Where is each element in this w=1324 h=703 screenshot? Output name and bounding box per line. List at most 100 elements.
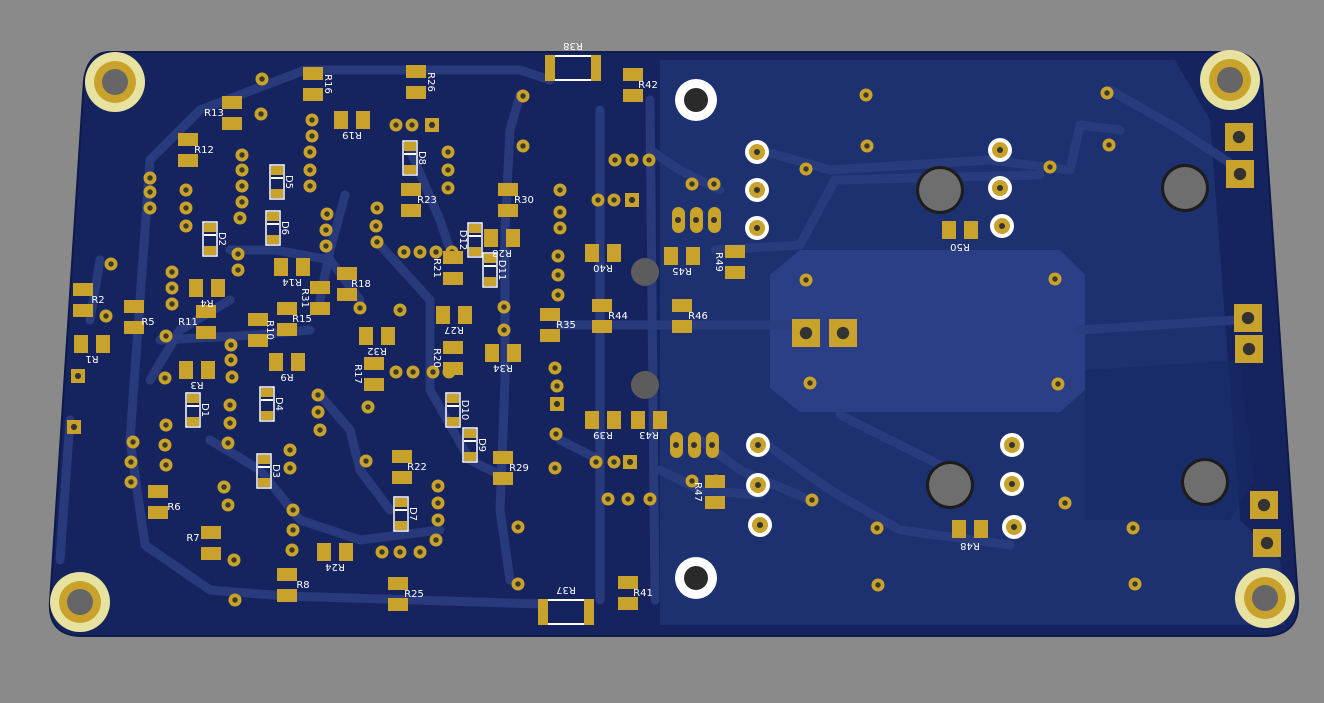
resistor-r22-pad-2 [392, 471, 412, 484]
diode-d5-pad-2 [271, 189, 283, 198]
square-pad-drill [1257, 498, 1271, 512]
resistor-r23-label: R23 [417, 195, 437, 206]
resistor-r43-label: R43 [639, 429, 659, 440]
resistor-r12-pad-1 [178, 133, 198, 146]
diode-d10-pad-2 [447, 417, 459, 426]
resistor-r8-label: R8 [296, 580, 309, 591]
through-hole-drill [1055, 381, 1061, 387]
diode-d4-outline [259, 386, 275, 422]
diode-d11-label: D11 [496, 260, 507, 280]
through-hole-drill [809, 497, 815, 503]
resistor-r1-label: R1 [85, 353, 98, 364]
large-pad-drill [1009, 442, 1015, 448]
drill-hole [631, 371, 659, 399]
through-hole-drill [435, 517, 441, 523]
drill-hole [631, 258, 659, 286]
resistor-r29-label: R29 [509, 463, 529, 474]
through-hole-drill [1106, 142, 1112, 148]
plated-hole-drill [684, 566, 708, 590]
through-hole-drill [1062, 500, 1068, 506]
diode-d12-pad-2 [469, 247, 481, 256]
through-hole-drill [445, 149, 451, 155]
through-hole-drill [162, 442, 168, 448]
through-hole-drill [397, 549, 403, 555]
square-pad-drill [1233, 167, 1247, 181]
component-layer [50, 50, 1295, 632]
resistor-r40-pad-2 [607, 244, 621, 262]
through-hole-drill [147, 175, 153, 181]
through-hole-drill [289, 547, 295, 553]
diode-d3-pad-1 [258, 455, 270, 464]
resistor-r1-pad-2 [96, 335, 110, 353]
through-hole-drill [287, 465, 293, 471]
resistor-r19-pad-2 [356, 111, 370, 129]
resistor-r6-pad-1 [148, 485, 168, 498]
resistor-r49-label: R49 [713, 252, 724, 272]
resistor-r48-label: R48 [960, 540, 980, 551]
diode-d11-pad-2 [484, 277, 496, 286]
diode-d8-pad-2 [404, 165, 416, 174]
large-pad-drill [755, 442, 761, 448]
trace-23 [55, 415, 75, 565]
through-hole-drill [183, 223, 189, 229]
through-hole-drill [163, 422, 169, 428]
resistor-r20-label: R20 [431, 348, 442, 368]
resistor-r11-pad-2 [196, 326, 216, 339]
diode-d6-outline [265, 210, 281, 246]
through-hole-drill [554, 383, 560, 389]
resistor-r50-pad-1 [942, 221, 956, 239]
through-hole-drill [689, 478, 695, 484]
through-hole-drill [365, 404, 371, 410]
diode-d2-pad-1 [204, 223, 216, 232]
through-hole-drill [323, 227, 329, 233]
resistor-r47-label: R47 [692, 482, 703, 502]
trace-5 [645, 95, 660, 605]
resistor-r45-pad-1 [664, 247, 678, 265]
through-hole-drill [228, 357, 234, 363]
through-hole-drill [501, 304, 507, 310]
through-hole-drill [227, 402, 233, 408]
resistor-r29-pad-2 [493, 472, 513, 485]
through-hole-drill [689, 181, 695, 187]
through-hole-drill [258, 111, 264, 117]
trace-16 [205, 435, 445, 545]
diode-d2-outline [202, 221, 218, 257]
resistor-r9-pad-2 [291, 353, 305, 371]
mounting-hole-drill [102, 69, 128, 95]
resistor-r7-pad-1 [201, 526, 221, 539]
resistor-r49-pad-2 [725, 266, 745, 279]
resistor-r32-label: R32 [367, 345, 387, 356]
diode-d4-pad-2 [261, 411, 273, 420]
through-hole-drill [147, 205, 153, 211]
through-hole-drill [612, 157, 618, 163]
resistor-r15-label: R15 [292, 314, 312, 325]
resistor-r12-pad-2 [178, 154, 198, 167]
resistor-r48-pad-1 [952, 520, 966, 538]
resistor-r34-label: R34 [493, 362, 513, 373]
resistor-r11-label: R11 [178, 317, 198, 328]
diode-d8-pad-1 [404, 142, 416, 151]
resistor-r37-pad-2 [584, 599, 594, 625]
resistor-r43-pad-1 [631, 411, 645, 429]
through-hole-drill [557, 187, 563, 193]
trace-13 [835, 410, 955, 475]
resistor-r2-pad-2 [73, 304, 93, 317]
through-hole-drill [373, 223, 379, 229]
resistor-r24-label: R24 [325, 561, 345, 572]
through-hole-drill [239, 183, 245, 189]
resistor-r31-label: R31 [299, 288, 310, 308]
diode-d8-outline [402, 140, 418, 176]
trace-14 [1105, 85, 1245, 175]
oval-pad-drill [675, 217, 681, 223]
through-hole-drill [317, 427, 323, 433]
through-hole-drill [128, 479, 134, 485]
through-hole-drill [393, 122, 399, 128]
through-hole-drill [225, 502, 231, 508]
resistor-r22-label: R22 [407, 462, 427, 473]
resistor-r6-label: R6 [167, 502, 180, 513]
square-pad-drill [626, 458, 634, 466]
through-hole-drill [290, 507, 296, 513]
through-hole-drill [555, 272, 561, 278]
large-drill-hole [929, 464, 971, 506]
resistor-r41-pad-1 [618, 576, 638, 589]
